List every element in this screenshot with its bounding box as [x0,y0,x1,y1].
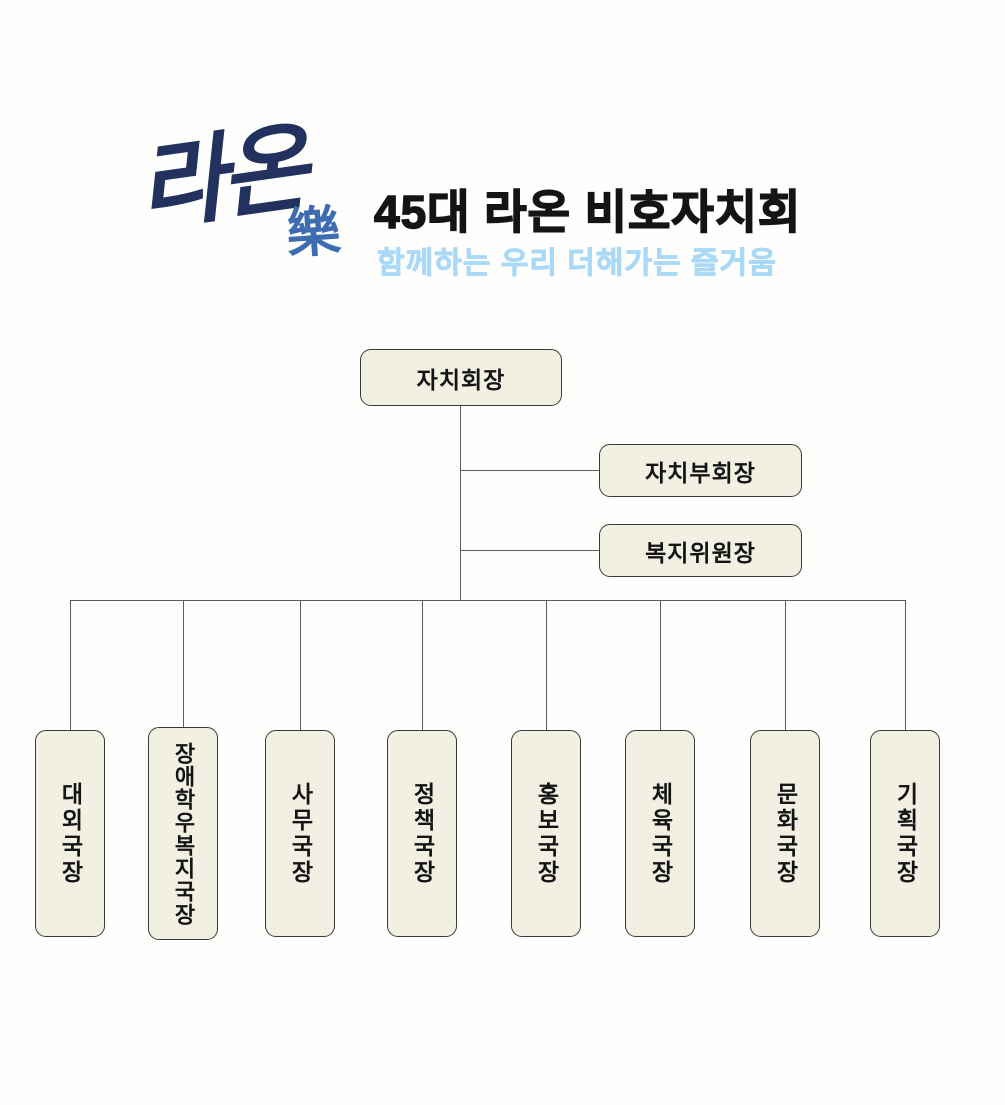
node-dept-policy: 정책국장 [387,730,457,937]
connector-drop-dept-0 [70,600,72,730]
node-vice-president: 자치부회장 [599,444,802,497]
node-dept-label: 정책국장 [409,781,436,886]
node-dept-disabled-student-welfare: 장애학우복지국장 [148,727,218,940]
connector-drop-dept-6 [785,600,787,730]
node-dept-planning: 기획국장 [870,730,940,937]
connector-drop-dept-3 [422,600,424,730]
node-dept-label: 문화국장 [772,781,799,886]
node-dept-label: 사무국장 [287,781,314,886]
node-dept-public-relations: 홍보국장 [511,730,581,937]
node-dept-culture: 문화국장 [750,730,820,937]
connector-drop-dept-4 [546,600,548,730]
logo-hanja-character: 樂 [284,198,343,266]
connector-drop-dept-7 [905,600,907,730]
node-dept-external-affairs: 대외국장 [35,730,105,937]
connector-drop-dept-5 [660,600,662,730]
connector-president-drop [460,406,462,601]
node-president-label: 자치회장 [416,366,506,393]
node-president: 자치회장 [360,349,562,406]
node-dept-label: 장애학우복지국장 [171,741,196,926]
node-dept-label: 체육국장 [647,781,674,886]
connector-drop-dept-1 [183,600,185,727]
node-welfare-chair: 복지위원장 [599,524,802,577]
connector-drop-dept-2 [300,600,302,730]
connector-branch-vice-president [460,470,599,472]
node-dept-label: 기획국장 [892,781,919,886]
connector-branch-welfare-chair [460,550,599,552]
page-title: 45대 라온 비호자치회 [373,185,802,239]
connector-main-horizontal [70,600,905,602]
node-dept-label: 대외국장 [57,781,84,886]
page-subtitle: 함께하는 우리 더해가는 즐거움 [377,247,777,281]
node-vice-president-label: 자치부회장 [645,459,756,486]
raon-logo: 라온 樂 [131,110,378,290]
node-dept-administration: 사무국장 [265,730,335,937]
node-welfare-chair-label: 복지위원장 [645,539,756,566]
node-dept-sports: 체육국장 [625,730,695,937]
node-dept-label: 홍보국장 [533,781,560,886]
logo-calligraphy-text: 라온 [130,110,310,245]
